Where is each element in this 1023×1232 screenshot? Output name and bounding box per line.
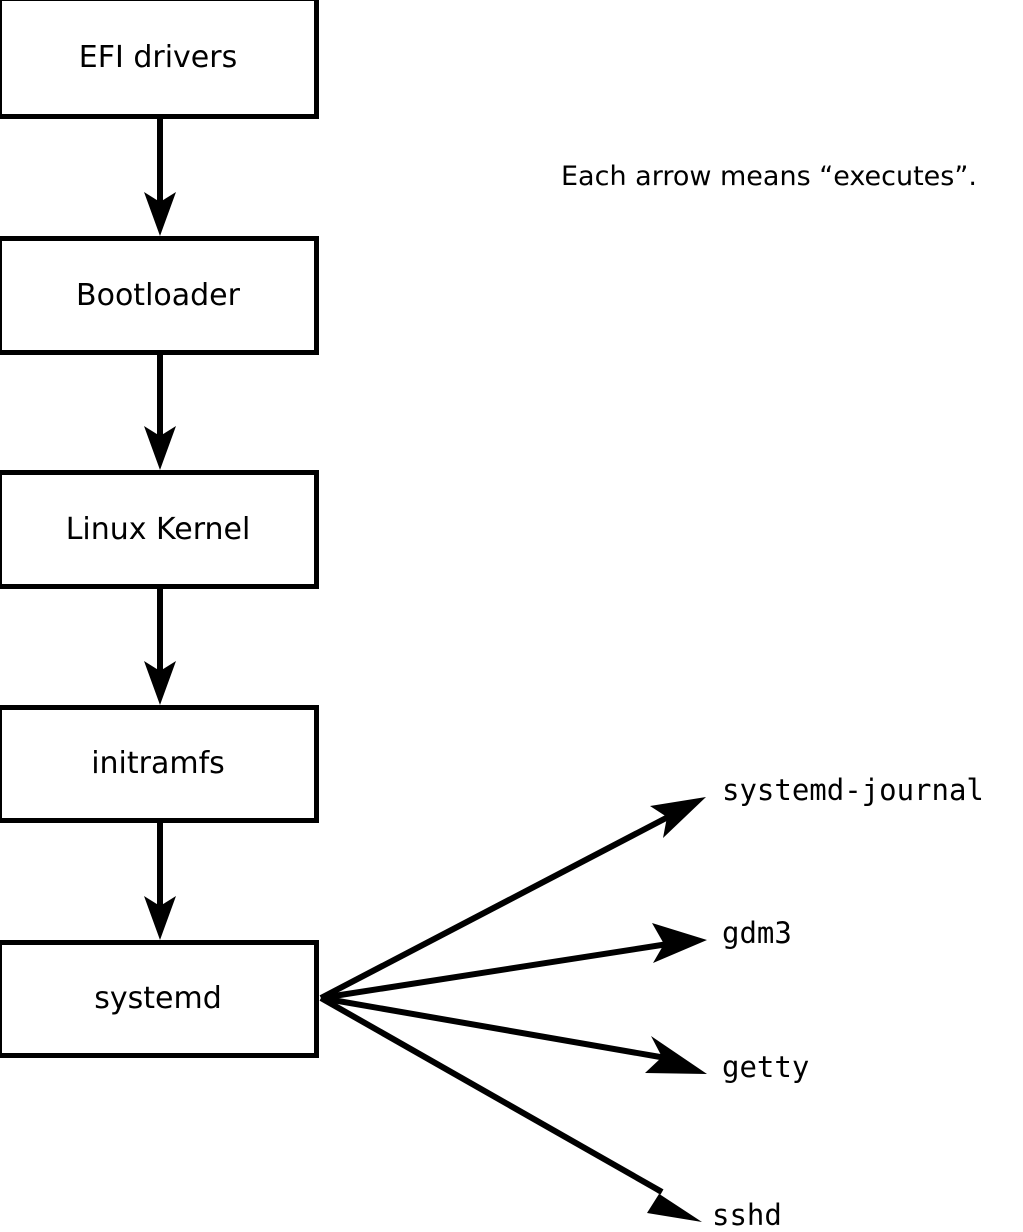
node-gdm3[interactable]: gdm3 — [722, 916, 792, 950]
node-initramfs[interactable]: initramfs — [0, 705, 319, 823]
legend-caption: Each arrow means “executes”. — [561, 161, 977, 192]
node-label-initramfs: initramfs — [91, 746, 225, 781]
arrow-systemd-to-sshd — [319, 995, 702, 1222]
arrow-efi-to-bootloader — [144, 119, 176, 236]
arrow-systemd-to-systemd-journal — [319, 797, 706, 1001]
node-systemd[interactable]: systemd — [0, 940, 319, 1058]
node-linux-kernel[interactable]: Linux Kernel — [0, 470, 319, 589]
node-label-efi-drivers: EFI drivers — [78, 39, 238, 75]
arrow-initramfs-to-systemd — [144, 823, 176, 940]
node-label-bootloader: Bootloader — [76, 277, 240, 313]
node-getty[interactable]: getty — [722, 1050, 810, 1084]
node-bootloader[interactable]: Bootloader — [0, 236, 319, 355]
node-label-linux-kernel: Linux Kernel — [65, 511, 251, 547]
arrow-bootloader-to-kernel — [144, 355, 176, 470]
node-label-systemd: systemd — [94, 981, 222, 1016]
arrow-kernel-to-initramfs — [144, 589, 176, 705]
node-sshd[interactable]: sshd — [712, 1198, 782, 1232]
node-systemd-journal[interactable]: systemd-journal — [722, 773, 984, 807]
arrow-systemd-to-getty — [320, 995, 707, 1074]
node-efi-drivers[interactable]: EFI drivers — [0, 0, 319, 119]
arrow-systemd-to-gdm3 — [320, 923, 707, 1001]
